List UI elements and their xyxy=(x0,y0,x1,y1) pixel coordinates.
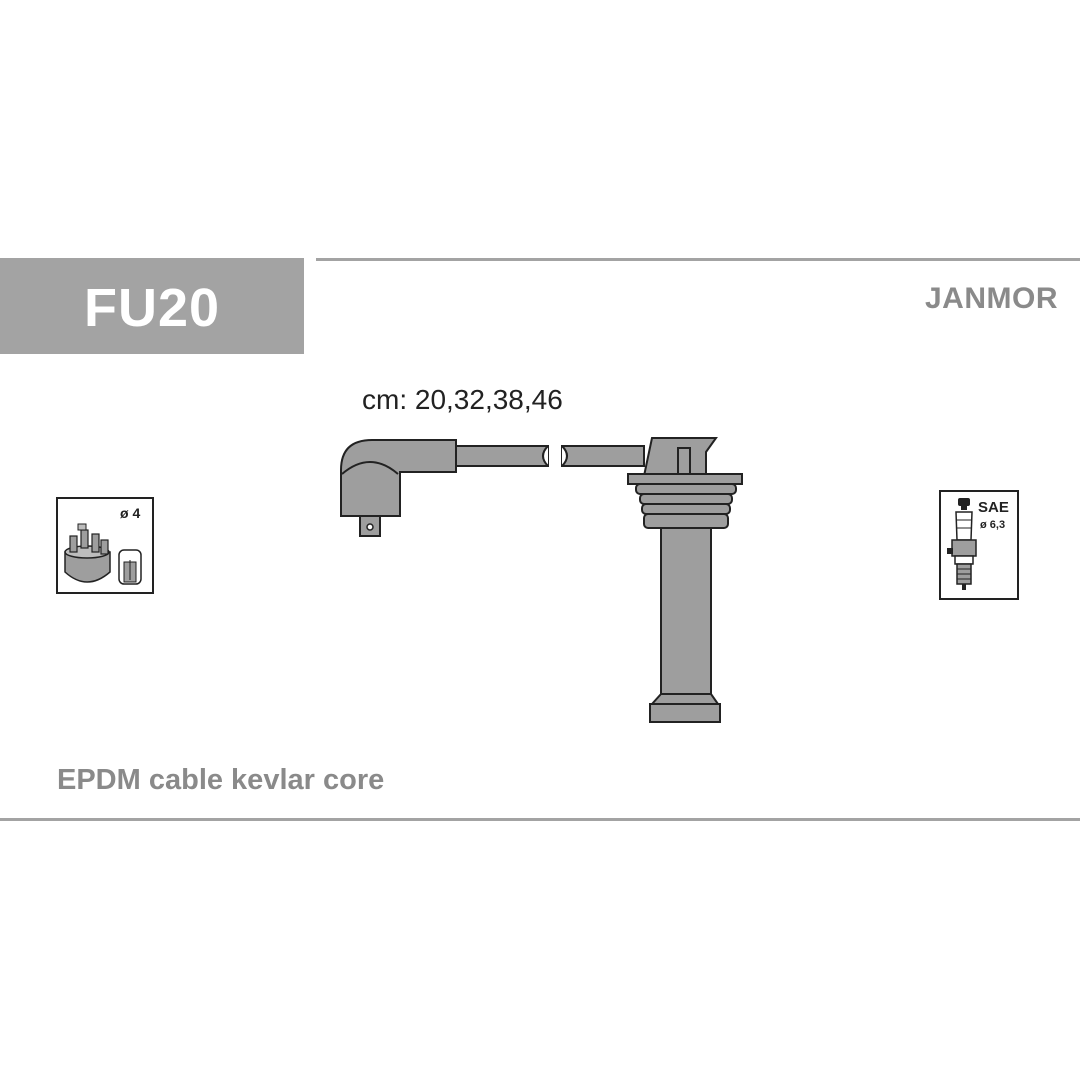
product-code: FU20 xyxy=(83,278,221,338)
cable xyxy=(455,445,645,467)
header-rule xyxy=(316,258,1080,261)
spark-plug-boot xyxy=(627,437,743,723)
footer-rule xyxy=(0,818,1080,821)
distributor-icon: ø 4 xyxy=(56,497,154,594)
coil-boot xyxy=(340,439,457,537)
spark-plug-icon: SAE ø 6,3 xyxy=(939,490,1019,600)
distributor-diameter-label: ø 4 xyxy=(120,505,140,521)
brand-name: JANMOR xyxy=(924,282,1058,315)
product-code-box xyxy=(0,258,304,354)
spark-plug-standard-label: SAE xyxy=(978,499,1009,516)
spark-plug-diameter-label: ø 6,3 xyxy=(980,519,1005,531)
cable-lengths: cm: 20,32,38,46 xyxy=(362,384,563,415)
cable-description: EPDM cable kevlar core xyxy=(57,764,385,796)
